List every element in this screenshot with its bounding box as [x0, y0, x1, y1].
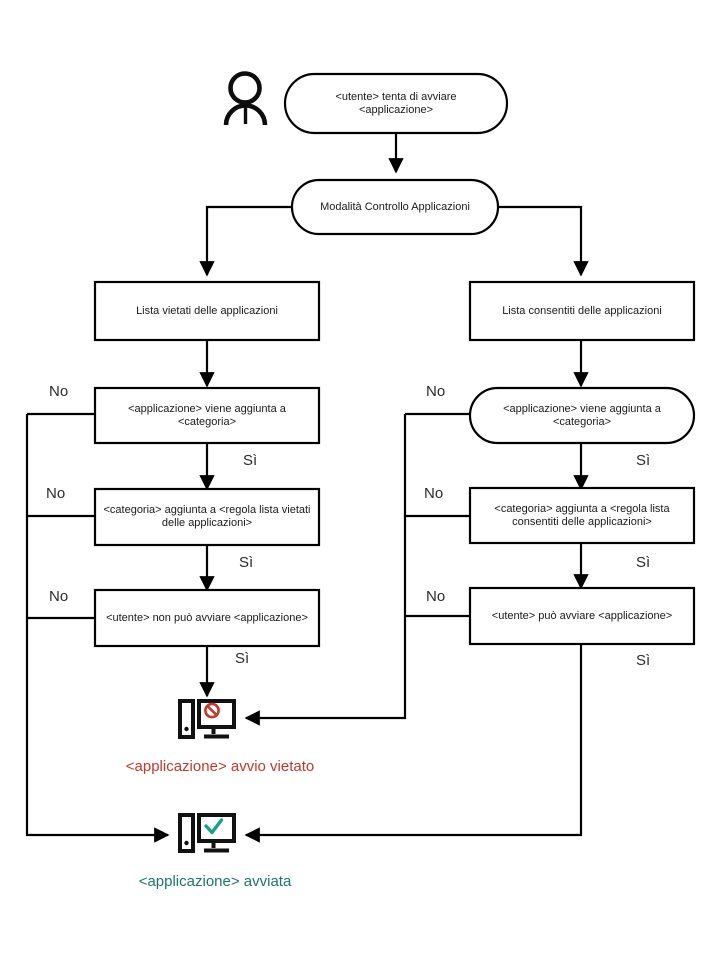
node-allow-category-shape: [468, 386, 696, 445]
node-mode-shape: [290, 178, 500, 236]
terminal-blocked-label: <applicazione> avvio vietato: [125, 758, 315, 775]
edge-label-left-no-3: No: [49, 588, 69, 605]
edge-label-left-yes-3: Sì: [235, 650, 250, 667]
node-start-shape: [283, 72, 509, 135]
rail-left-no-to-started: [25, 414, 170, 843]
edge-label-left-no-1: No: [49, 383, 69, 400]
computer-allowed-icon: [178, 813, 236, 853]
node-deny-result-shape: [93, 588, 321, 648]
edge-label-right-no-1: No: [426, 383, 446, 400]
rail-right-no-to-blocked: [244, 414, 407, 726]
edge-label-right-no-3: No: [426, 588, 446, 605]
node-deny-category-shape: [93, 386, 321, 445]
edge-label-left-yes-2: Sì: [239, 554, 254, 571]
edge-mode-to-denylist: [199, 205, 292, 277]
edge-label-left-yes-1: Sì: [243, 452, 258, 469]
edge-label-right-yes-2: Sì: [636, 554, 651, 571]
edge-mode-to-allowlist: [497, 205, 589, 277]
edge-label-right-yes-3: Sì: [636, 652, 651, 669]
edge-label-right-no-2: No: [424, 485, 444, 502]
node-allow-result-shape: [468, 586, 696, 646]
person-icon: [223, 71, 268, 126]
edge-label-left-no-2: No: [46, 485, 66, 502]
node-denylist-shape: [93, 280, 321, 342]
node-allowlist-shape: [468, 280, 696, 342]
rail-right-yes-to-started: [244, 644, 583, 843]
edge-label-right-yes-1: Sì: [636, 452, 651, 469]
terminal-started-label: <applicazione> avviata: [138, 873, 292, 890]
node-deny-rule-shape: [93, 487, 321, 547]
computer-blocked-icon: [178, 699, 236, 739]
node-allow-rule-shape: [468, 486, 696, 545]
